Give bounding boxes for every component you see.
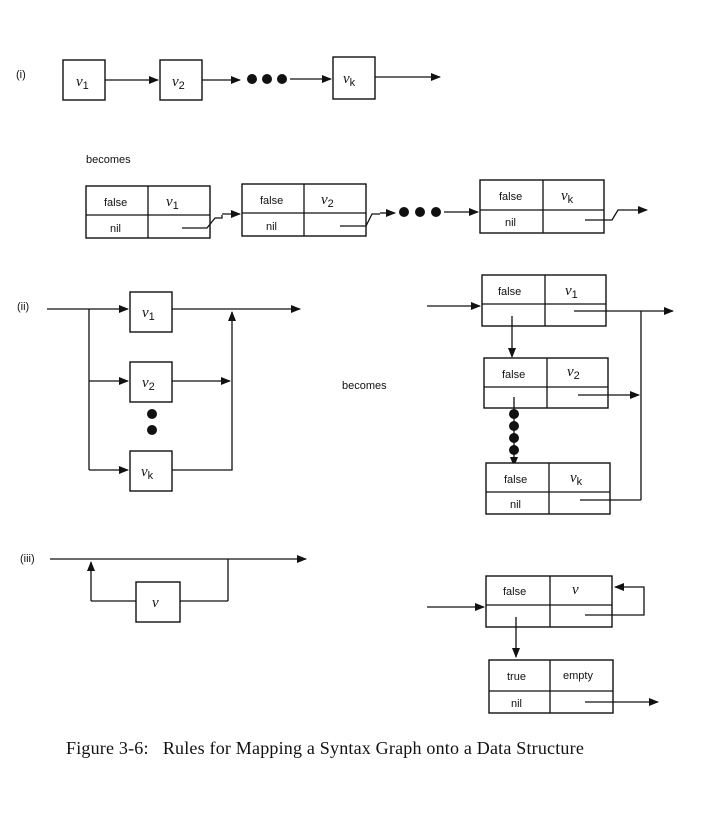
ds-alt-record-1-flag: false <box>498 286 521 298</box>
node-v1-label: ν1 <box>76 74 89 92</box>
ds-alt-record-2-symbol: ν2 <box>567 364 580 382</box>
ellipsis-dot <box>509 445 519 455</box>
ellipsis-dot <box>399 207 409 217</box>
loop-node-v <box>135 581 181 623</box>
ellipsis-dot <box>431 207 441 217</box>
alt-node-vk <box>129 450 173 492</box>
alt-node-v1 <box>129 291 173 333</box>
ds-loop-empty-record <box>488 659 614 714</box>
record-k-symbol: νk <box>561 188 574 206</box>
ellipsis-dot <box>415 207 425 217</box>
ellipsis-dot <box>509 421 519 431</box>
record-1-nil: nil <box>110 223 121 235</box>
record-1-symbol: ν1 <box>166 194 179 212</box>
ds-loop-record-flag: false <box>503 586 526 598</box>
alt-node-v2-label: ν2 <box>142 375 155 393</box>
figure-caption: Figure 3-6: Rules for Mapping a Syntax G… <box>66 738 584 759</box>
becomes-label-1: becomes <box>86 154 131 166</box>
ds-alt-record-1 <box>481 274 607 327</box>
ds-loop-record-symbol: ν <box>572 582 579 598</box>
ellipsis-dot <box>509 409 519 419</box>
ds-alt-record-k-flag: false <box>504 474 527 486</box>
part-iii-label: (iii) <box>20 553 35 565</box>
ds-alt-record-1-symbol: ν1 <box>565 283 578 301</box>
alt-node-vk-label: νk <box>141 464 154 482</box>
link-rec2-dots <box>340 213 380 227</box>
becomes-label-2: becomes <box>342 380 387 392</box>
ds-loop-empty-symbol: empty <box>563 670 593 682</box>
record-2-symbol: ν2 <box>321 192 334 210</box>
record-k-flag: false <box>499 191 522 203</box>
alt-merge-k <box>172 311 236 471</box>
ds-alt-record-2-flag: false <box>502 369 525 381</box>
ds-alt-record-k-symbol: νk <box>570 470 583 488</box>
record-2-flag: false <box>260 195 283 207</box>
ellipsis-dot <box>509 433 519 443</box>
part-ii-label: (ii) <box>17 301 29 313</box>
ds-loop-empty-flag: true <box>507 671 526 683</box>
node-vk <box>332 56 376 100</box>
record-1-flag: false <box>104 197 127 209</box>
ds-alt-record-k-nil: nil <box>510 499 521 511</box>
node-vk-label: νk <box>343 71 356 89</box>
node-v1 <box>62 59 106 101</box>
alt-node-v1-label: ν1 <box>142 305 155 323</box>
ellipsis-dot <box>277 74 287 84</box>
node-v2 <box>159 59 203 101</box>
figure-caption-text: Rules for Mapping a Syntax Graph onto a … <box>162 738 585 758</box>
ellipsis-dot <box>147 409 157 419</box>
ellipsis-dot <box>247 74 257 84</box>
ds-loop-back-link <box>585 583 645 616</box>
ellipsis-dot <box>147 425 157 435</box>
ds-loop-empty-nil: nil <box>511 698 522 710</box>
ds-alt-record-2 <box>483 357 609 409</box>
node-v2-label: ν2 <box>172 74 185 92</box>
ellipsis-dot <box>262 74 272 84</box>
part-i-label: (i) <box>16 69 26 81</box>
record-2-nil: nil <box>266 221 277 233</box>
ds-alt-record-k <box>485 462 611 515</box>
record-2 <box>241 183 367 237</box>
record-k-nil: nil <box>505 217 516 229</box>
record-k <box>479 179 605 234</box>
link-reck-out <box>585 209 626 221</box>
loop-node-v-label: ν <box>152 595 159 611</box>
alt-node-v2 <box>129 361 173 403</box>
link-rec1-rec2 <box>182 215 223 229</box>
record-1 <box>85 185 211 239</box>
ds-loop-record <box>485 575 613 628</box>
figure-caption-label: Figure 3-6: <box>66 738 149 758</box>
